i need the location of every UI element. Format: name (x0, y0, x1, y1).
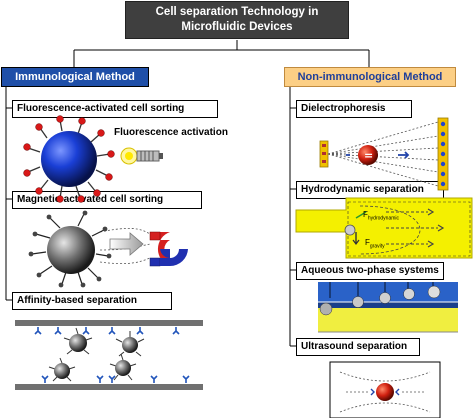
force-gravity-label: Fgravity (365, 238, 385, 250)
force-hydrodynamic-subscript: hydrodynamic (367, 215, 400, 222)
category-non-immunological-label: Non-immunological Method (297, 71, 443, 83)
affinity-receptors (34, 327, 190, 383)
method-affinity: Affinity-based separation (12, 292, 172, 310)
force-gravity-symbol: F (365, 238, 370, 247)
title-line-1: Cell separation Technology in (155, 6, 319, 18)
force-hydrodynamic-symbol: F (363, 210, 368, 219)
method-ultrasound: Ultrasound separation (296, 338, 420, 356)
arrow-right-icon (109, 232, 144, 256)
fluorescence-activation-label: Fluorescence activation (114, 127, 228, 138)
macs-antibodies (31, 213, 109, 285)
force-hydrodynamic-label: Fhydrodynamic (363, 210, 399, 222)
affinity-cell-3 (48, 357, 76, 382)
title-line-2: Microfluidic Devices (181, 21, 293, 33)
category-immunological: Immunological Method (1, 67, 149, 87)
force-gravity-subscript: gravity (369, 243, 385, 250)
atps-bottom-phase (318, 308, 458, 332)
hydro-channel (295, 197, 473, 259)
magnet-icon (149, 231, 188, 267)
affinity-bottom-plate (15, 384, 203, 390)
macs-cell (47, 226, 95, 274)
diagram-title: Cell separation Technology in Microfluid… (125, 1, 349, 39)
hydro-force-arrow (355, 211, 367, 219)
affinity-top-plate (15, 320, 203, 326)
svg-text:=: = (364, 149, 373, 162)
affinity-cell-4 (109, 353, 137, 381)
facs-cell (41, 131, 97, 187)
affinity-cell-1 (63, 327, 93, 355)
hydro-particle (344, 224, 356, 236)
method-dielectrophoresis: Dielectrophoresis (296, 100, 412, 118)
method-facs: Fluorescence-activated cell sorting (12, 100, 218, 118)
dep-particle (358, 145, 378, 165)
light-bulb-icon (120, 147, 163, 165)
ultrasound-particle (376, 383, 394, 401)
category-non-immunological: Non-immunological Method (284, 67, 456, 87)
atps-top-phase (318, 282, 458, 302)
method-aqueous-two-phase: Aqueous two-phase systems (296, 262, 444, 280)
